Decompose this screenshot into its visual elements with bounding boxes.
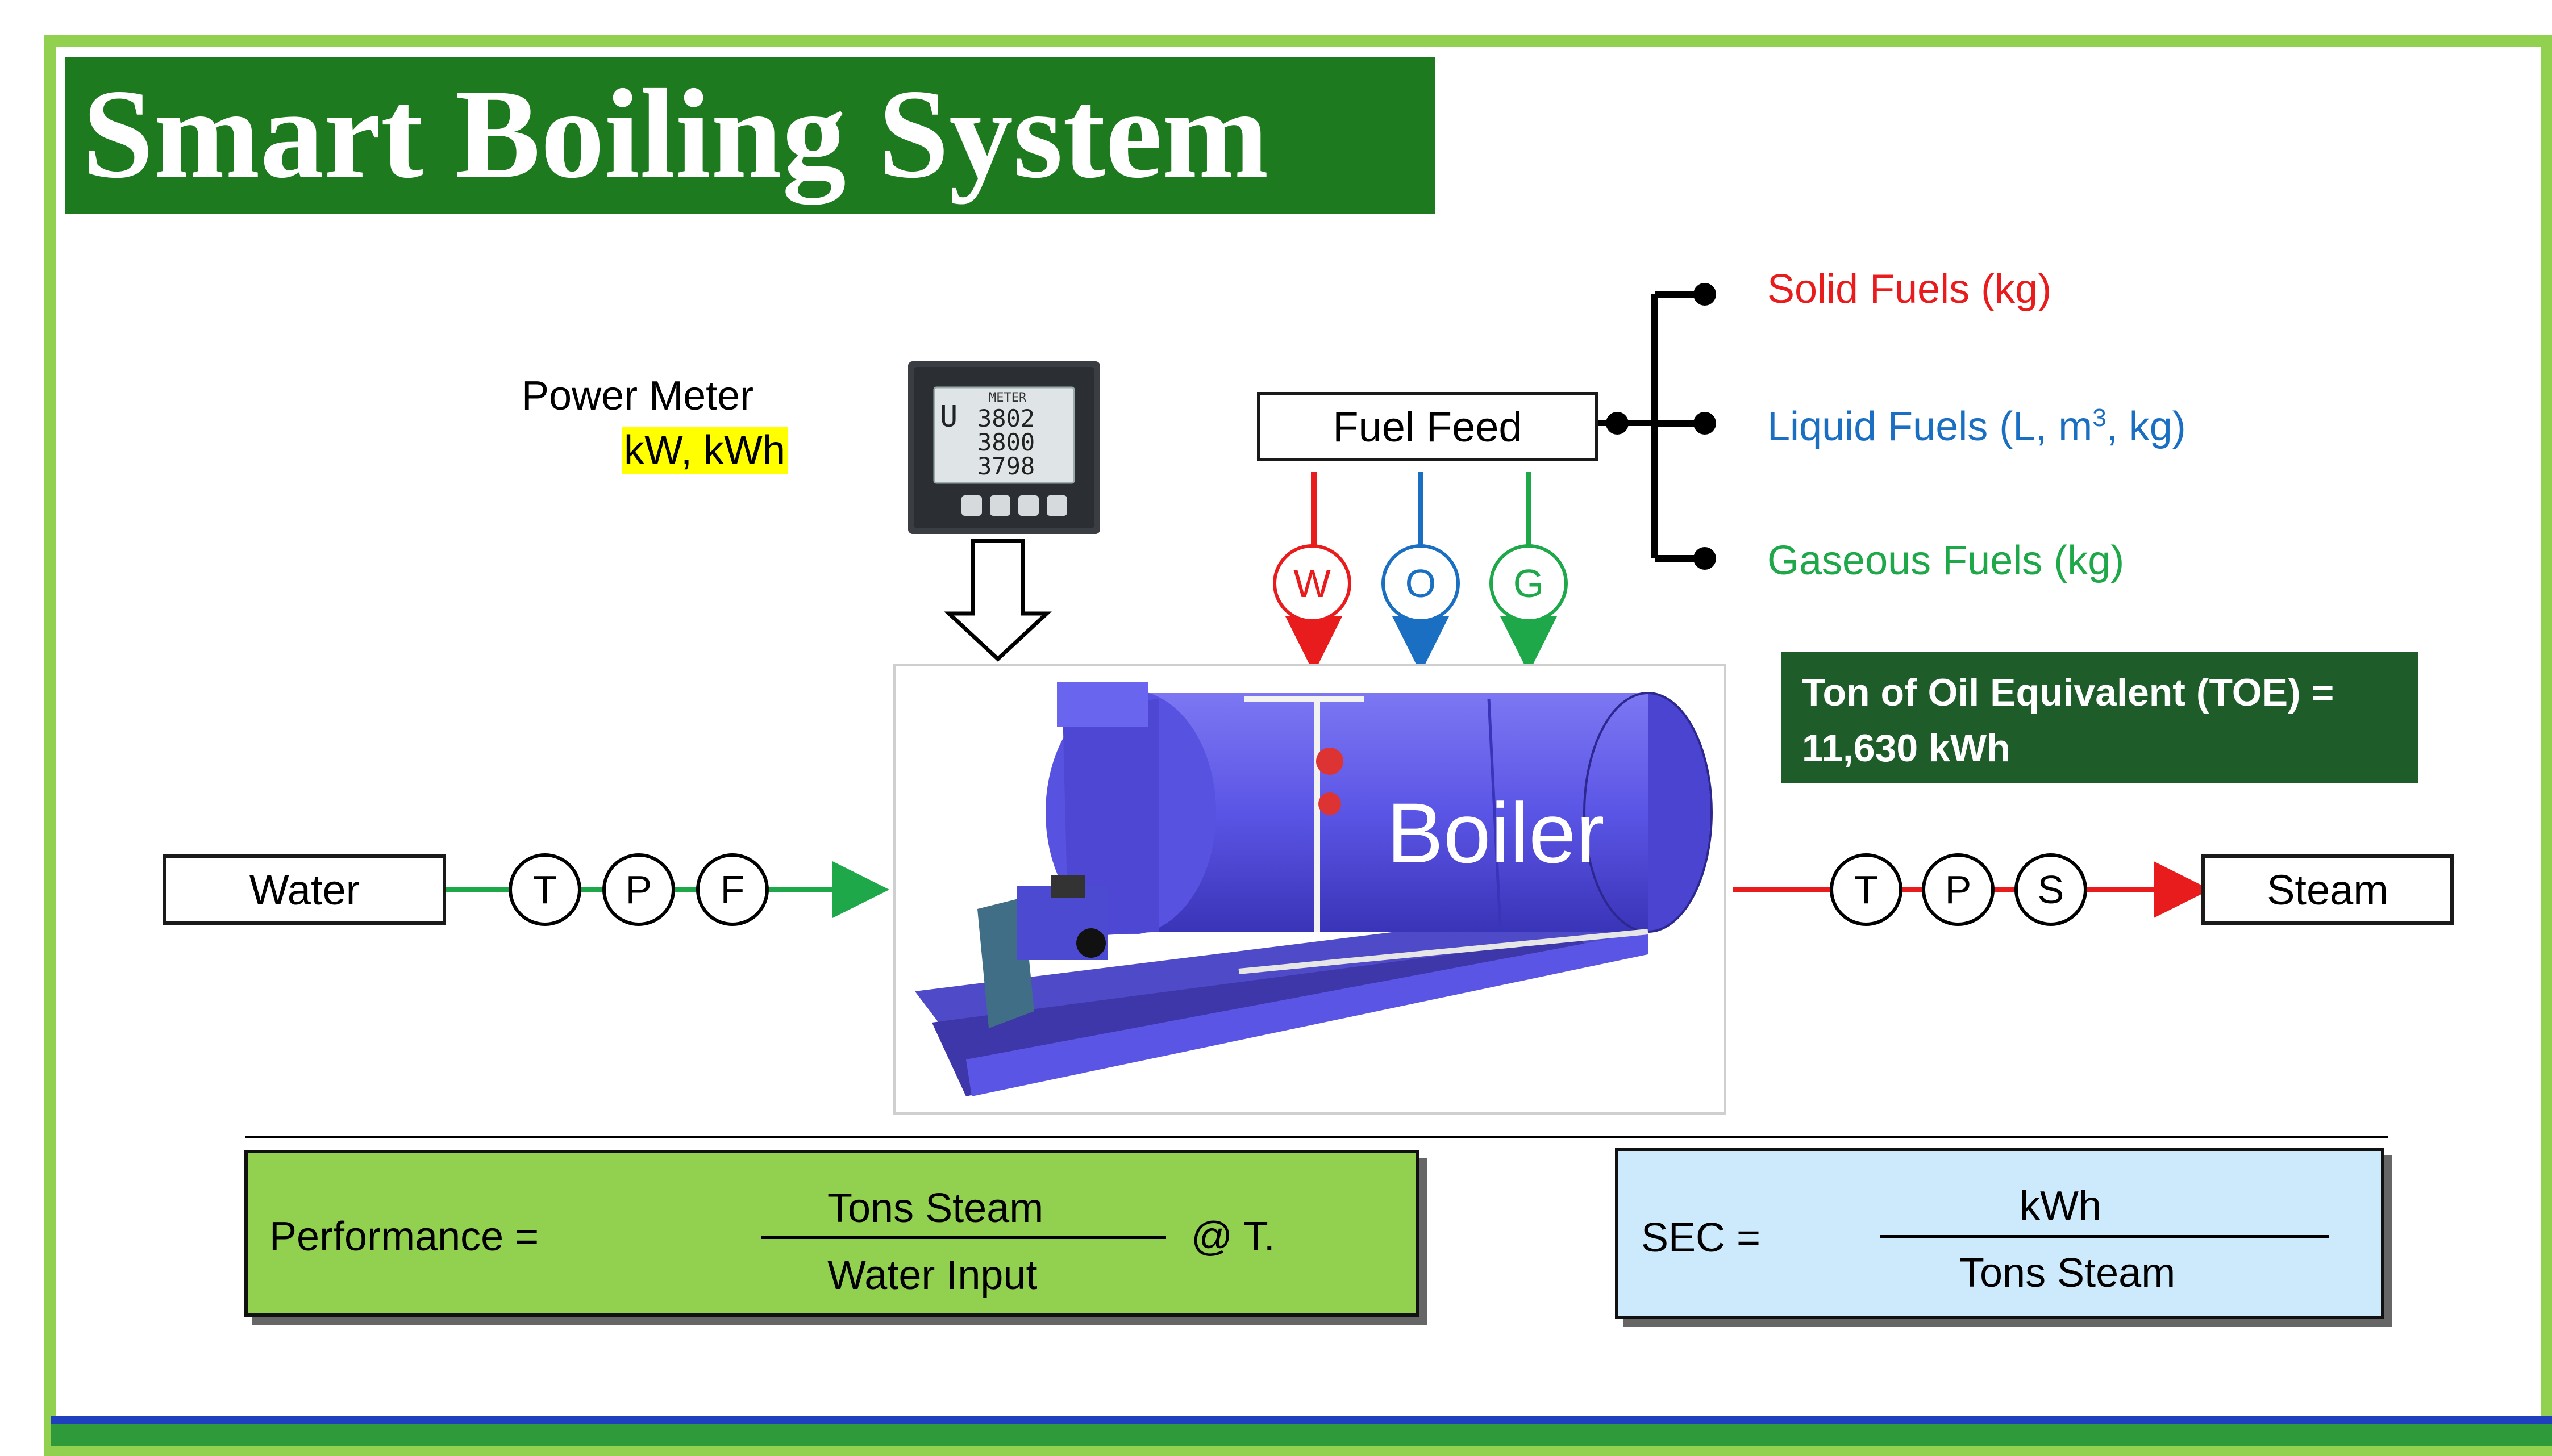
performance-numerator: Tons Steam — [827, 1186, 1044, 1231]
solid-fuels-label: Solid Fuels (kg) — [1767, 266, 2052, 312]
gaseous-fuels-label: Gaseous Fuels (kg) — [1767, 538, 2125, 583]
water-sensor-t: T — [509, 853, 581, 926]
sec-denominator: Tons Steam — [1959, 1250, 2176, 1296]
sec-label: SEC = — [1641, 1215, 1761, 1261]
fuel-meter-g: G — [1489, 544, 1568, 623]
performance-denominator: Water Input — [827, 1253, 1038, 1298]
boiler-label: Boiler — [1387, 785, 1605, 881]
steam-sensor-s: S — [2014, 853, 2087, 926]
water-sensor-f: F — [696, 853, 769, 926]
gas-fuel-dot — [1693, 547, 1716, 570]
performance-suffix: @ T. — [1191, 1214, 1275, 1259]
performance-fraction-bar — [761, 1236, 1166, 1239]
fuel-feed-box: Fuel Feed — [1257, 392, 1598, 461]
meter-phase-letter: U — [940, 400, 958, 434]
toe-line-2: 11,630 kWh — [1802, 727, 2010, 770]
toe-box: Ton of Oil Equivalent (TOE) = 11,630 kWh — [1781, 652, 2418, 783]
toe-line-1: Ton of Oil Equivalent (TOE) = — [1802, 671, 2334, 714]
slide-frame — [44, 35, 2552, 1456]
power-arrow — [944, 539, 1052, 662]
page-title: Smart Boiling System — [82, 62, 1269, 205]
steam-sensor-t: T — [1830, 853, 1902, 926]
water-sensor-p: P — [602, 853, 675, 926]
water-box: Water — [163, 854, 446, 925]
liquid-fuels-label: Liquid Fuels (L, m3, kg) — [1767, 404, 2186, 449]
meter-reading-2: 3800 — [977, 428, 1035, 456]
power-meter-units: kW, kWh — [622, 427, 788, 474]
divider — [245, 1136, 2388, 1138]
title-banner — [65, 57, 1435, 214]
boiler-illustration — [915, 682, 1713, 1096]
meter-reading-3: 3798 — [977, 452, 1035, 480]
meter-display-header: METER — [989, 391, 1027, 405]
sec-formula-box: SEC = kWh Tons Steam — [1615, 1148, 2384, 1319]
fuel-meter-o: O — [1381, 544, 1460, 623]
footer-bar-green — [51, 1424, 2552, 1446]
sec-fraction-bar — [1880, 1235, 2329, 1238]
steam-sensor-p: P — [1922, 853, 1995, 926]
fuel-meter-w: W — [1273, 544, 1351, 623]
power-meter-device — [908, 361, 1100, 534]
steam-box: Steam — [2201, 854, 2454, 925]
meter-reading-1: 3802 — [977, 404, 1035, 432]
liquid-fuel-dot — [1693, 412, 1716, 435]
performance-label: Performance = — [269, 1214, 539, 1259]
performance-formula-box: Performance = Tons Steam Water Input @ T… — [244, 1150, 1419, 1317]
sec-numerator: kWh — [2020, 1183, 2101, 1229]
fuel-feed-dot — [1606, 412, 1629, 435]
power-meter-label: Power Meter — [522, 373, 754, 419]
solid-fuel-dot — [1693, 283, 1716, 306]
footer-bar-blue — [51, 1416, 2552, 1424]
